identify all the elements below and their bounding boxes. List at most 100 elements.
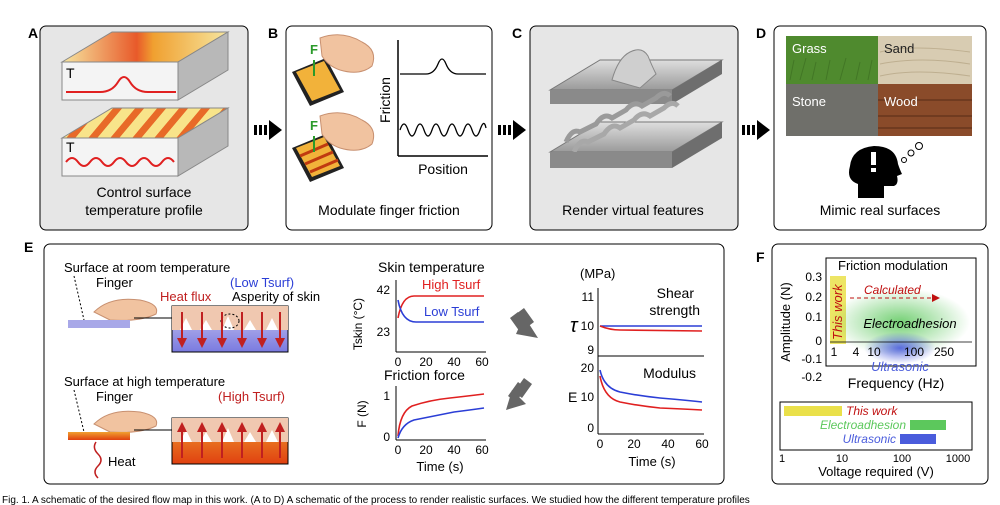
fm-ytick-0.3: 0.3 bbox=[805, 270, 822, 284]
friction-series-low bbox=[397, 407, 485, 439]
shear-label: Shear bbox=[657, 285, 695, 301]
tau-series-high bbox=[599, 325, 703, 332]
finger-label-1: Finger bbox=[96, 275, 134, 290]
bar-electro bbox=[910, 420, 946, 430]
high-temp-schematic: Surface at high temperature (High Tsurf)… bbox=[64, 374, 289, 479]
virtual-ridge-surface bbox=[548, 90, 724, 168]
caption-d: Mimic real surfaces bbox=[820, 202, 941, 218]
room-title: Surface at room temperature bbox=[64, 260, 230, 275]
friction-title: Friction force bbox=[384, 367, 465, 383]
fm-calculated: Calculated bbox=[864, 283, 921, 297]
fm-this-work: This work bbox=[830, 283, 845, 340]
striped-arrow-back bbox=[506, 378, 532, 410]
skin-series-low bbox=[397, 299, 484, 323]
mech-xtick-20: 20 bbox=[627, 437, 641, 451]
fm-ytick-0.1: 0.1 bbox=[805, 310, 822, 324]
texture-label-grass: Grass bbox=[792, 41, 827, 56]
volt-xtick-100: 100 bbox=[893, 453, 911, 465]
bar-this-work bbox=[784, 406, 842, 416]
heat-flux-label: Heat flux bbox=[160, 289, 212, 304]
texture-label-sand: Sand bbox=[884, 41, 914, 56]
block-smooth: T bbox=[60, 31, 230, 101]
texture-label-stone: Stone bbox=[792, 94, 826, 109]
fm-ytick-0: 0 bbox=[815, 334, 822, 348]
fm-ytick-0.2: 0.2 bbox=[805, 290, 822, 304]
arrow-b-c bbox=[498, 120, 526, 140]
finger-label-2: Finger bbox=[96, 389, 134, 404]
volt-ultra: Ultrasonic bbox=[843, 432, 896, 446]
shear-label-2: strength bbox=[649, 302, 700, 318]
ultra-region bbox=[864, 332, 936, 364]
fm-ultra: Ultrasonic bbox=[871, 359, 929, 374]
fm-ytick-m0.2: -0.2 bbox=[801, 370, 822, 384]
friction-series-high bbox=[397, 393, 485, 437]
volt-xtick-1000: 1000 bbox=[946, 453, 970, 465]
figure-caption: Fig. 1. A schematic of the desired flow … bbox=[2, 495, 750, 505]
friction-force-chart: Friction force F (N) 1 0 0 20 40 60 Time… bbox=[355, 367, 489, 474]
fm-xtick-10: 10 bbox=[867, 345, 881, 359]
arrow-a-b bbox=[254, 120, 282, 140]
skin-ylabel: Tskin (°C) bbox=[351, 298, 365, 350]
volt-xlabel: Voltage required (V) bbox=[818, 464, 934, 479]
panel-letter-c: C bbox=[512, 25, 522, 41]
fm-ytick-m0.1: -0.1 bbox=[801, 352, 822, 366]
fm-title: Friction modulation bbox=[838, 258, 948, 273]
e-tick-20: 20 bbox=[581, 361, 595, 375]
skin-legend-low: Low Tsurf bbox=[424, 304, 480, 319]
panel-letter-f: F bbox=[756, 249, 765, 265]
texture-grid: Grass Sand Stone Wood bbox=[786, 36, 972, 136]
low-tsurf-label: (Low Tsurf) bbox=[230, 275, 294, 290]
mech-xtick-0: 0 bbox=[597, 437, 604, 451]
panel-b: B F F Friction Position bbox=[268, 25, 493, 231]
skin-ytick-42: 42 bbox=[377, 283, 391, 297]
panel-d: D Grass Sand Stone Wood Mimic bbox=[756, 25, 987, 231]
arrow-c-d bbox=[742, 120, 770, 140]
tau-tick-11: 11 bbox=[582, 290, 595, 304]
e-tick-0: 0 bbox=[587, 421, 594, 435]
fm-xtick-100: 100 bbox=[904, 345, 924, 359]
panel-letter-e: E bbox=[24, 239, 33, 255]
friction-ytick-0: 0 bbox=[383, 430, 390, 444]
skin-xtick-20: 20 bbox=[419, 355, 433, 369]
room-temp-schematic: Surface at room temperature (Low Tsurf) … bbox=[64, 260, 320, 353]
e-series-low bbox=[599, 369, 703, 403]
asperity-label: Asperity of skin bbox=[232, 289, 320, 304]
friction-xlabel: Time (s) bbox=[416, 459, 463, 474]
mech-e: E bbox=[568, 389, 577, 405]
e-tick-10: 10 bbox=[581, 390, 595, 404]
panel-letter-d: D bbox=[756, 25, 766, 41]
panel-c: C Render virtual features bbox=[512, 25, 739, 231]
panel-e: E Surface at room temperature (Low Tsurf… bbox=[24, 239, 725, 485]
volt-electro: Electroadhesion bbox=[820, 418, 906, 432]
friction-xtick-20: 20 bbox=[419, 443, 433, 457]
high-title: Surface at high temperature bbox=[64, 374, 225, 389]
head-thinking-icon bbox=[849, 142, 923, 198]
b-xlabel: Position bbox=[418, 161, 468, 177]
texture-stone bbox=[786, 84, 878, 136]
panel-b-frame bbox=[285, 25, 493, 231]
skin-temp-chart: Skin temperature Tskin (°C) 42 23 High T… bbox=[351, 259, 489, 369]
tablet-2: F bbox=[292, 112, 375, 182]
friction-xtick-60: 60 bbox=[475, 443, 489, 457]
panel-f: F Friction modulation This work Calculat… bbox=[756, 243, 989, 485]
mech-unit: (MPa) bbox=[580, 266, 615, 281]
skin-ytick-23: 23 bbox=[377, 325, 391, 339]
friction-xtick-40: 40 bbox=[447, 443, 461, 457]
panel-letter-b: B bbox=[268, 25, 278, 41]
skin-series-high bbox=[397, 295, 484, 319]
virtual-bump-surface bbox=[548, 49, 724, 104]
t-label-1: T bbox=[66, 65, 75, 81]
skin-xtick-40: 40 bbox=[447, 355, 461, 369]
skin-title: Skin temperature bbox=[378, 259, 485, 275]
mech-tau: τ bbox=[570, 315, 579, 337]
tau-tick-9: 9 bbox=[587, 343, 594, 357]
volt-xtick-1: 1 bbox=[779, 453, 785, 465]
skin-xtick-0: 0 bbox=[395, 355, 402, 369]
panel-a: A T T Control surface temperature profil… bbox=[28, 25, 249, 231]
friction-ylabel: F (N) bbox=[355, 400, 369, 427]
striped-arrow-down bbox=[510, 308, 538, 338]
caption-c: Render virtual features bbox=[562, 202, 704, 218]
fm-electro: Electroadhesion bbox=[863, 316, 956, 331]
modulus-label: Modulus bbox=[643, 365, 696, 381]
fm-ylabel: Amplitude (N) bbox=[778, 282, 793, 361]
